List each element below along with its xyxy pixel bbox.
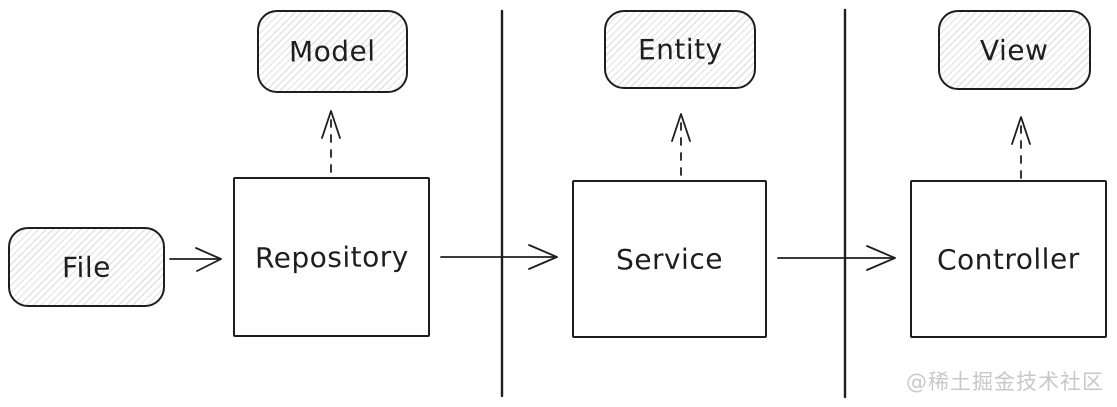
edge-service-to-entity (671, 113, 691, 176)
node-entity: Entity (604, 10, 756, 89)
node-view: View (938, 10, 1091, 90)
node-repository: Repository (233, 177, 430, 337)
edge-file-to-repository (169, 247, 222, 272)
node-view-label: View (980, 33, 1049, 67)
edge-repository-to-model (321, 110, 341, 173)
node-service-label: Service (615, 241, 724, 277)
node-controller: Controller (910, 180, 1107, 338)
node-model: Model (257, 10, 408, 93)
edge-service-to-controller (777, 245, 896, 271)
node-file-label: File (61, 250, 112, 284)
node-controller-label: Controller (936, 241, 1081, 277)
node-model-label: Model (289, 34, 376, 69)
edge-controller-to-view (1011, 116, 1031, 179)
node-entity-label: Entity (637, 32, 723, 67)
edge-repository-to-service (440, 244, 558, 270)
node-repository-label: Repository (254, 239, 409, 275)
watermark: @稀土掘金技术社区 (906, 370, 1104, 394)
node-file: File (8, 227, 165, 307)
node-service: Service (572, 180, 767, 338)
